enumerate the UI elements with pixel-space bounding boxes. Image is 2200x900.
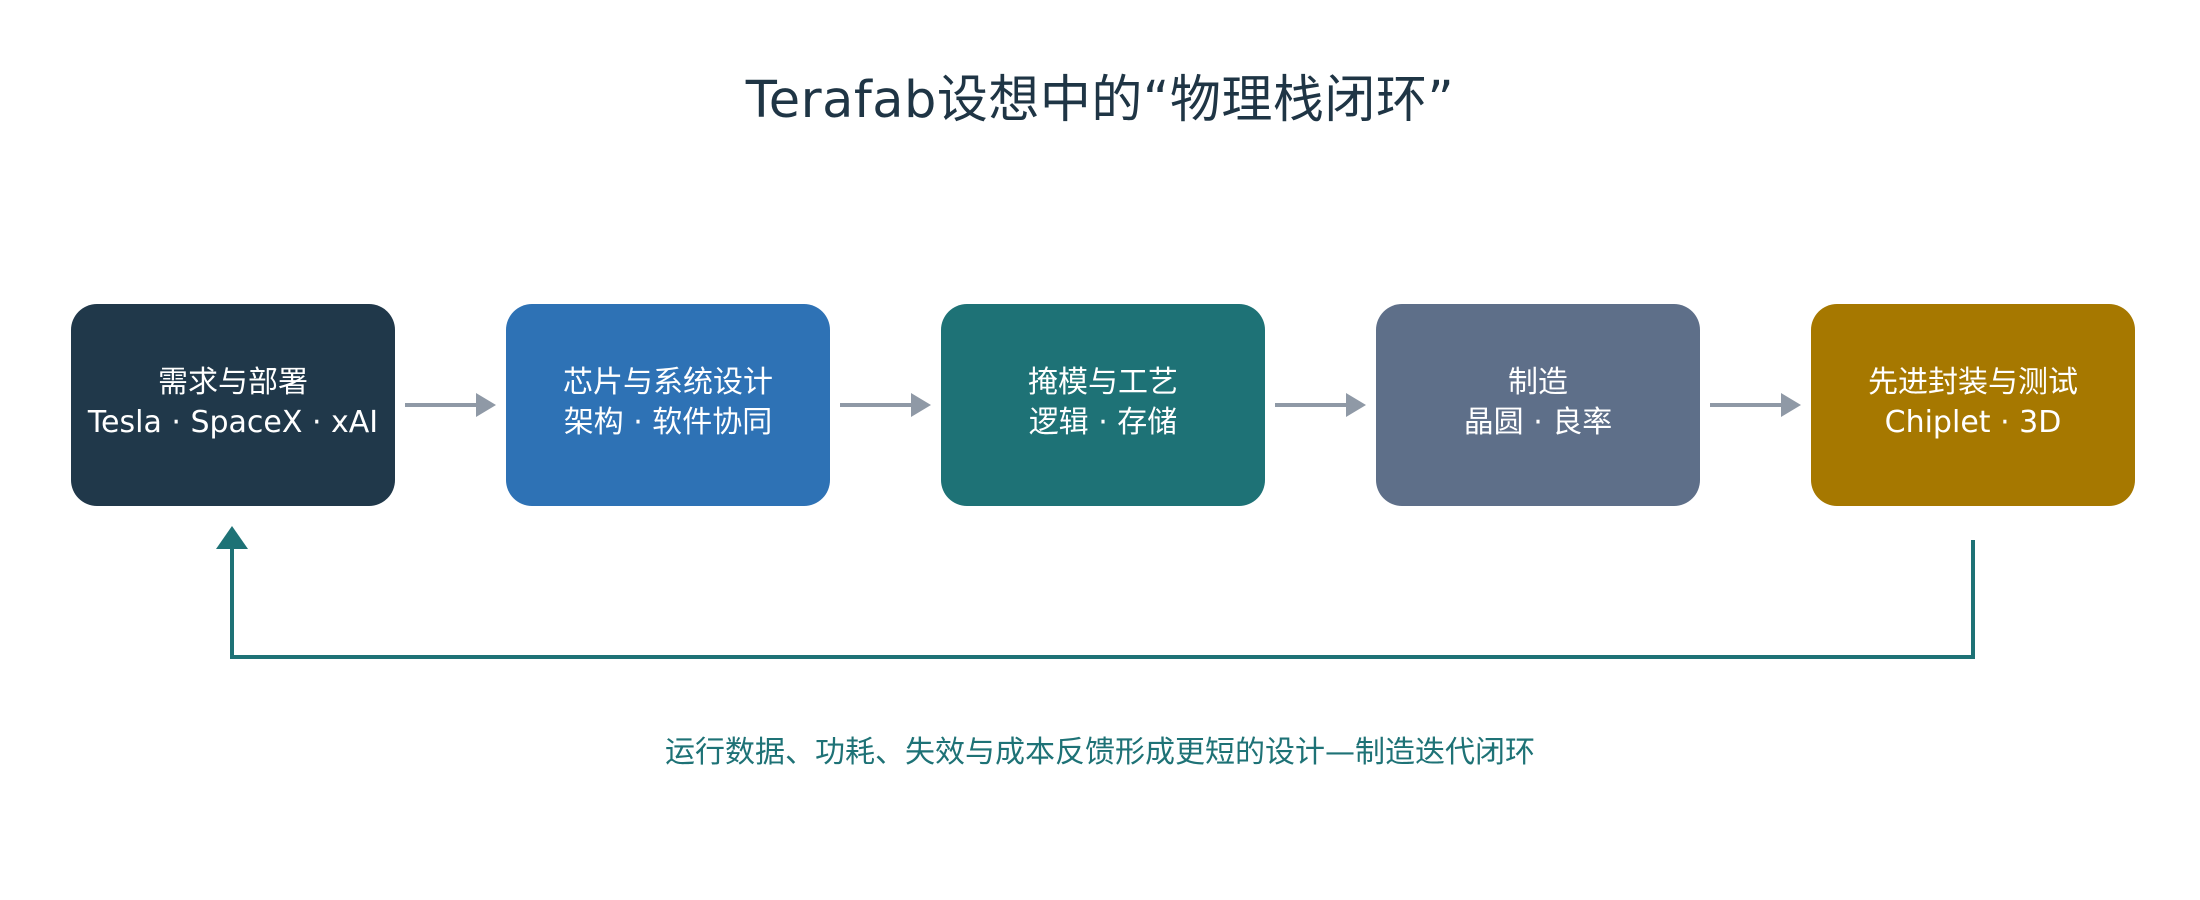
forward-arrow-4	[1710, 393, 1801, 417]
node-title: 芯片与系统设计	[563, 365, 773, 400]
forward-arrow-3	[1275, 393, 1366, 417]
feedback-loop-arrow	[216, 526, 1975, 659]
node-mask-process: 掩模与工艺 逻辑 · 存储	[941, 304, 1265, 506]
node-subtitle: 架构 · 软件协同	[563, 405, 773, 440]
node-chip-system-design: 芯片与系统设计 架构 · 软件协同	[506, 304, 830, 506]
node-title: 需求与部署	[158, 365, 308, 400]
diagram-title: Terafab设想中的“物理栈闭环”	[745, 71, 1455, 130]
node-subtitle: Chiplet · 3D	[1884, 405, 2062, 440]
node-subtitle: 逻辑 · 存储	[1028, 405, 1178, 440]
node-subtitle: Tesla · SpaceX · xAI	[87, 405, 379, 440]
node-demand-deployment: 需求与部署 Tesla · SpaceX · xAI	[71, 304, 395, 506]
forward-arrow-2	[840, 393, 931, 417]
feedback-label: 运行数据、功耗、失效与成本反馈形成更短的设计—制造迭代闭环	[665, 735, 1535, 770]
node-manufacturing: 制造 晶圆 · 良率	[1376, 304, 1700, 506]
node-packaging-testing: 先进封装与测试 Chiplet · 3D	[1811, 304, 2135, 506]
node-title: 掩模与工艺	[1028, 365, 1178, 400]
node-title: 制造	[1508, 365, 1568, 400]
node-title: 先进封装与测试	[1868, 365, 2078, 400]
forward-arrow-1	[405, 393, 496, 417]
node-subtitle: 晶圆 · 良率	[1463, 405, 1613, 440]
